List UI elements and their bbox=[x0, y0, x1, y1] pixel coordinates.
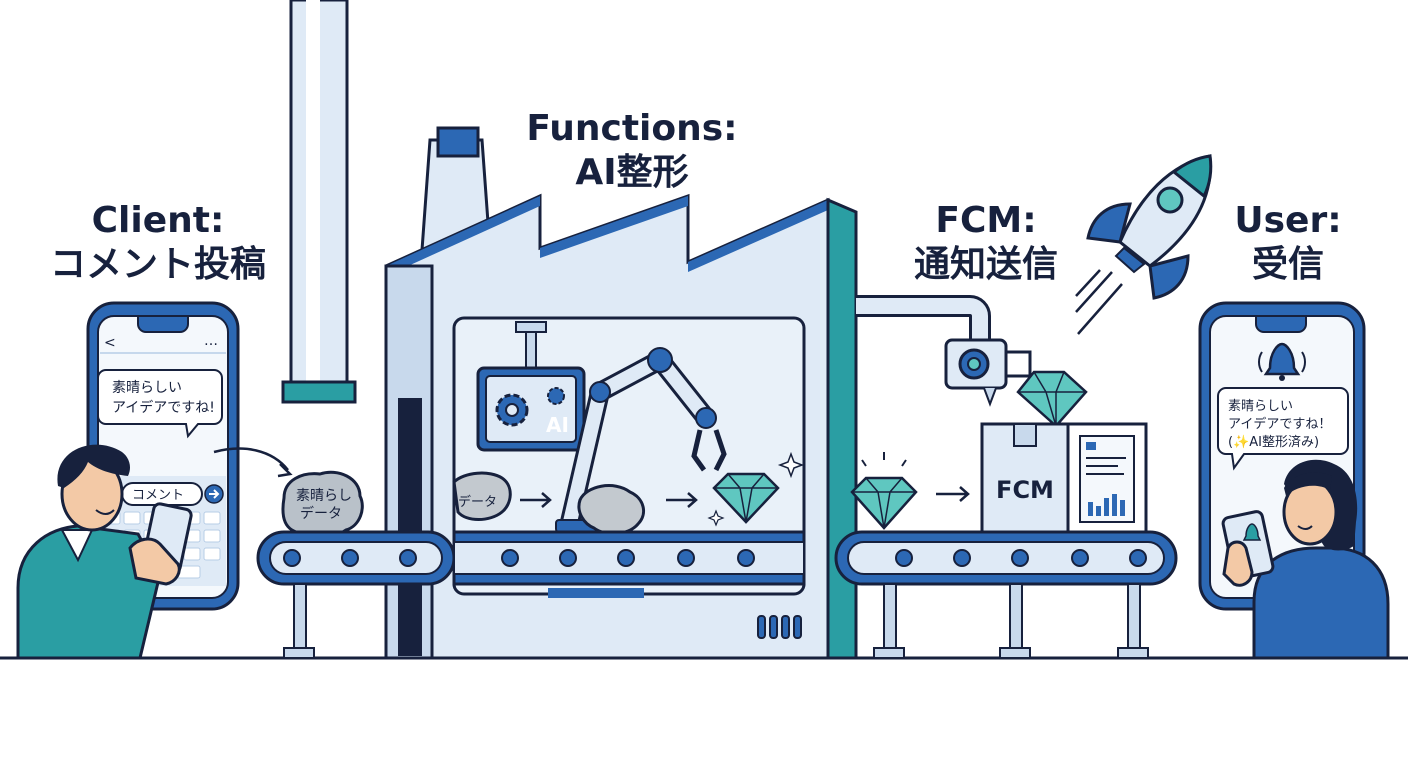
fcm-package-box: FCM bbox=[980, 422, 1148, 534]
notification-line3: (✨AI整形済み) bbox=[1228, 434, 1319, 450]
factory-input-rock: データ bbox=[452, 471, 512, 521]
rocket-icon bbox=[1075, 154, 1213, 335]
factory-input-rock-label: データ bbox=[458, 494, 497, 510]
raw-rock-text-line2: データ bbox=[300, 505, 342, 522]
fcm-box-label: FCM bbox=[996, 476, 1054, 504]
menu-icon[interactable]: … bbox=[204, 333, 218, 349]
processing-rock bbox=[577, 484, 646, 535]
scanner-camera bbox=[944, 338, 1032, 407]
fcm-arrow bbox=[936, 486, 970, 502]
client-stage-subtitle: コメント投稿 bbox=[50, 244, 266, 285]
functions-stage-subtitle: AI整形 bbox=[575, 152, 688, 193]
gem-dropping bbox=[1016, 370, 1088, 428]
raw-rock-text-line1: 素晴らし bbox=[296, 488, 352, 504]
fcm-stage-title: FCM: bbox=[935, 200, 1036, 241]
notification-line2: アイデアですね！ bbox=[1228, 416, 1331, 432]
comment-input-text: コメント bbox=[132, 488, 184, 503]
gem-on-conveyor bbox=[850, 452, 918, 530]
conveyor-right bbox=[834, 530, 1178, 659]
user-stage-title: User: bbox=[1234, 200, 1341, 241]
robot-arm bbox=[555, 347, 727, 533]
gem-inside-factory bbox=[707, 451, 805, 527]
ai-panel: AI bbox=[476, 321, 586, 452]
client-stage-title: Client: bbox=[92, 200, 225, 241]
small-gear-icon bbox=[547, 387, 565, 405]
client-person bbox=[16, 444, 193, 660]
user-person bbox=[1221, 459, 1390, 660]
notification-line1: 素晴らしい bbox=[1228, 399, 1293, 414]
conveyor-factory bbox=[452, 530, 806, 586]
ai-panel-label: AI bbox=[546, 413, 569, 437]
bubble-text-line2: アイデアですね! bbox=[112, 399, 215, 416]
fcm-stage-subtitle: 通知送信 bbox=[914, 244, 1058, 285]
back-icon[interactable]: < bbox=[104, 335, 116, 351]
notification-bubble bbox=[1217, 387, 1349, 471]
factory-arrow-1 bbox=[520, 492, 552, 508]
user-stage-subtitle: 受信 bbox=[1252, 244, 1324, 285]
tall-pipe bbox=[281, 0, 357, 404]
raw-data-rock: 素晴らし データ bbox=[281, 470, 364, 539]
comment-bubble bbox=[97, 369, 223, 439]
factory-arrow-2 bbox=[666, 492, 698, 508]
bell-icon bbox=[1258, 342, 1306, 381]
fcm-pipe bbox=[856, 295, 991, 340]
flow-arrow-client bbox=[213, 447, 289, 471]
bubble-text-line1: 素晴らしい bbox=[112, 380, 182, 396]
vent-slots bbox=[757, 615, 802, 639]
functions-stage-title: Functions: bbox=[526, 108, 737, 149]
